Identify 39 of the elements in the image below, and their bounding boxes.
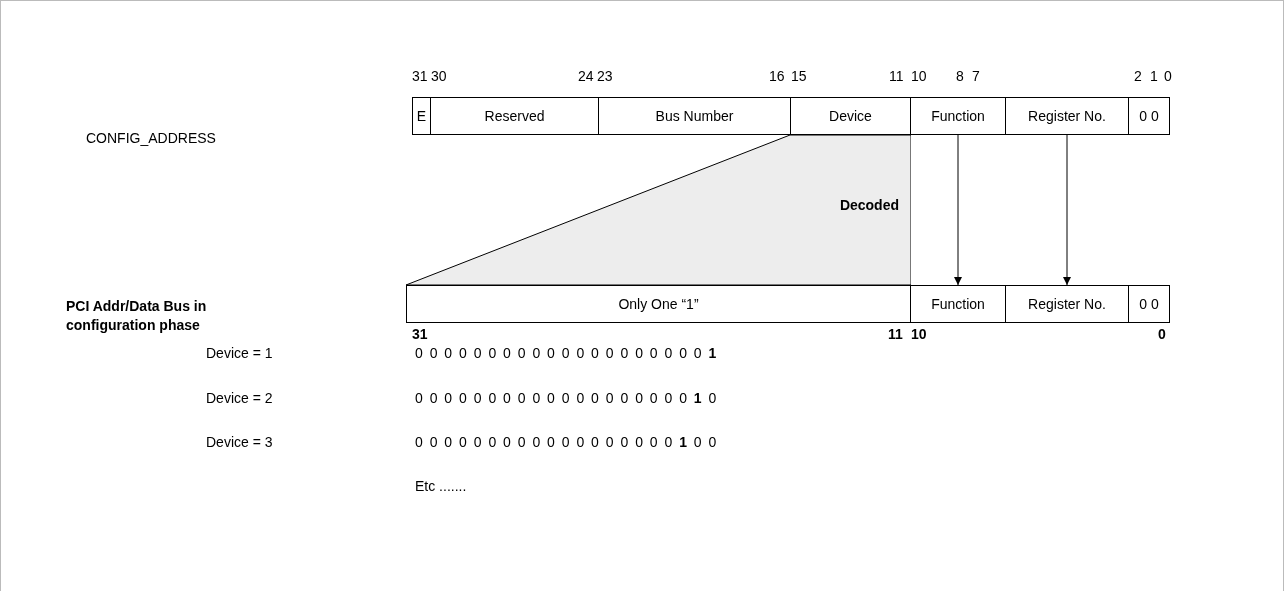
row-label: Device = 1 — [206, 345, 273, 361]
arrow — [954, 134, 962, 286]
bit-pattern: 0 0 0 0 0 0 0 0 0 0 0 0 0 0 0 0 0 0 0 0 1 — [415, 345, 717, 361]
note-text: Etc ....... — [415, 478, 467, 494]
bit-number: 30 — [431, 68, 447, 84]
bit-number: 10 — [911, 326, 927, 342]
bit-number: 11 — [888, 326, 903, 342]
bit-pattern: 0 0 0 0 0 0 0 0 0 0 0 0 0 0 0 0 0 0 1 0 0 — [415, 434, 717, 450]
register-field: Reserved — [430, 97, 599, 135]
register-field: Function — [910, 285, 1006, 323]
register-field: Bus Number — [598, 97, 791, 135]
bit-number: 11 — [889, 68, 904, 84]
bit-number: 31 — [412, 68, 428, 84]
register-field: Only One “1” — [406, 285, 911, 323]
register-field: Function — [910, 97, 1006, 135]
register-field: Register No. — [1005, 97, 1129, 135]
register-field: Device — [790, 97, 911, 135]
register-field: Register No. — [1005, 285, 1129, 323]
bit-number: 15 — [791, 68, 807, 84]
bit-number: 31 — [412, 326, 428, 342]
region-label: Decoded — [839, 197, 899, 213]
register-field: 0 0 — [1128, 97, 1170, 135]
bit-number: 1 — [1150, 68, 1158, 84]
bit-number: 7 — [972, 68, 980, 84]
bit-number: 16 — [769, 68, 785, 84]
bit-number: 8 — [956, 68, 964, 84]
bit-number: 0 — [1164, 68, 1172, 84]
bit-number: 0 — [1158, 326, 1166, 342]
row-label: Device = 2 — [206, 390, 273, 406]
row-label: Device = 3 — [206, 434, 273, 450]
bit-number: 23 — [597, 68, 613, 84]
bit-number: 2 — [1134, 68, 1142, 84]
bit-number: 10 — [911, 68, 927, 84]
bus-description: PCI Addr/Data Bus in configuration phase — [66, 297, 208, 335]
register-name: CONFIG_ADDRESS — [86, 130, 216, 146]
bit-number: 24 — [578, 68, 594, 84]
bit-pattern: 0 0 0 0 0 0 0 0 0 0 0 0 0 0 0 0 0 0 0 1 0 — [415, 390, 717, 406]
register-field: 0 0 — [1128, 285, 1170, 323]
arrow — [1063, 134, 1071, 286]
